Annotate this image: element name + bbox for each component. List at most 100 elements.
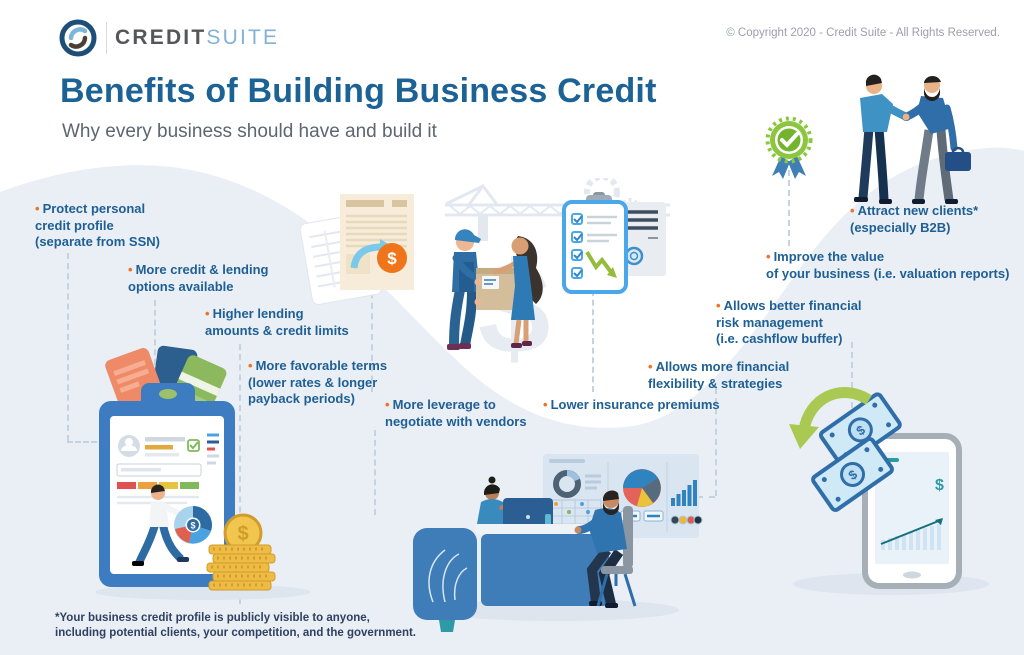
benefit-text: More leverage to negotiate with vendors — [385, 397, 527, 429]
bullet-icon: • — [128, 262, 133, 277]
crane-cables — [445, 183, 500, 207]
briefcase-icon — [945, 152, 971, 171]
credit-report-clipboard-illustration: $ $ — [95, 345, 311, 600]
bullet-icon: • — [385, 397, 390, 412]
home-button — [903, 571, 921, 579]
beard — [603, 502, 619, 515]
benefit-vendor-leverage: •More leverage to negotiate with vendors — [385, 397, 527, 430]
benefit-lower-insurance: •Lower insurance premiums — [543, 397, 720, 414]
delivery-cap — [454, 229, 481, 243]
logo: CREDITSUITE — [58, 18, 279, 58]
handshake-hands — [902, 113, 910, 121]
page-subtitle: Why every business should have and build… — [62, 121, 437, 142]
green-return-arrow — [789, 387, 872, 449]
chair-legs — [596, 573, 637, 607]
analytics-dashboard — [543, 454, 703, 538]
dollar-glyph: $ — [387, 249, 397, 268]
banknotes: $ $ — [811, 392, 902, 512]
credit-suite-logo-icon — [59, 19, 97, 57]
benefit-text: Higher lending amounts & credit limits — [205, 306, 349, 338]
beard — [924, 88, 940, 101]
crane-tower — [478, 215, 488, 241]
plant-doodle — [428, 549, 468, 603]
bullet-icon: • — [716, 298, 721, 313]
benefit-risk-management: •Allows better financial risk management… — [716, 298, 862, 348]
face — [511, 237, 529, 255]
growth-chart — [880, 518, 943, 550]
delivery-handoff-illustration — [447, 229, 543, 350]
coins-stack: $ — [206, 513, 276, 591]
dollar-glyph: $ — [237, 523, 248, 545]
benefit-text: Attract new clients* (especially B2B) — [850, 203, 979, 235]
benefit-attract-clients: •Attract new clients* (especially B2B) — [850, 203, 978, 236]
water-bottle — [545, 514, 551, 526]
client-woman — [492, 236, 543, 348]
bullet-icon: • — [766, 249, 771, 264]
dress — [511, 256, 535, 320]
dashed-connector — [374, 430, 376, 515]
bullet-icon: • — [248, 358, 253, 373]
logo-divider — [106, 22, 107, 54]
checklist-clipboard-illustration — [562, 192, 666, 294]
benefit-text: More favorable terms (lower rates & long… — [248, 358, 388, 406]
avatar — [125, 438, 133, 446]
handshake-award-illustration — [765, 74, 971, 204]
hair — [865, 74, 882, 86]
businessman-left — [854, 74, 911, 204]
dashed-connector — [592, 290, 594, 392]
seal-icon — [624, 246, 644, 266]
bullet-icon: • — [648, 359, 653, 374]
benefit-improve-value: •Improve the value of your business (i.e… — [766, 249, 1009, 282]
dollar-glyph: $ — [190, 521, 195, 531]
dashed-connector — [697, 496, 715, 498]
benefit-text: Allows better financial risk management … — [716, 298, 862, 346]
plant-cabinet — [413, 528, 477, 632]
brand-secondary: SUITE — [206, 26, 280, 49]
invoice-with-dollar-illustration: $ — [299, 194, 414, 306]
declining-trend-arrow — [585, 250, 613, 274]
dashed-connector — [239, 344, 241, 604]
checklist-clipboard — [562, 192, 628, 294]
benefit-text: Lower insurance premiums — [550, 397, 720, 412]
dashed-connector — [371, 282, 373, 392]
pie-wheel: $ — [174, 506, 212, 544]
dashed-connector — [67, 441, 97, 443]
kpi-dots — [670, 515, 703, 525]
benefit-text: More credit & lending options available — [128, 262, 269, 294]
client-man — [574, 490, 637, 608]
gear-icon — [584, 178, 620, 210]
award-badge-icon — [765, 116, 813, 179]
businessman-right — [902, 75, 971, 204]
delivery-man — [447, 229, 484, 350]
benefit-favorable-terms: •More favorable terms (lower rates & lon… — [248, 358, 387, 408]
report-sidebar-rows — [207, 433, 219, 465]
receptionist-woman — [477, 476, 516, 524]
dashed-connector — [715, 388, 717, 496]
pie-chart — [623, 469, 661, 507]
bullet-icon: • — [35, 201, 40, 216]
money-into-phone-illustration: $ $ — [789, 387, 989, 595]
dashed-connector — [788, 170, 790, 246]
credit-report-page — [116, 433, 219, 505]
chair-back — [623, 506, 633, 568]
copyright-text: © Copyright 2020 - Credit Suite - All Ri… — [726, 27, 1000, 39]
footnote-text: *Your business credit profile is publicl… — [55, 612, 416, 639]
bullet-icon: • — [205, 306, 210, 321]
benefit-financial-flexibility: •Allows more financial flexibility & str… — [648, 359, 789, 392]
consultation-desk-illustration — [413, 454, 703, 632]
benefit-text: Protect personal credit profile (separat… — [35, 201, 160, 249]
stamped-document — [616, 202, 666, 276]
benefit-higher-lending: •Higher lending amounts & credit limits — [205, 306, 349, 339]
receipt-paper — [340, 194, 414, 290]
chair-seat — [601, 566, 633, 574]
bullet-icon: • — [543, 397, 548, 412]
bullet-icon: • — [850, 203, 855, 218]
benefit-text: Allows more financial flexibility & stra… — [648, 359, 790, 391]
benefit-more-credit-options: •More credit & lending options available — [128, 262, 268, 295]
dashed-connector — [67, 253, 69, 441]
plant-pot — [439, 620, 455, 632]
dollar-glyph: $ — [935, 477, 944, 494]
check-icon — [780, 132, 799, 148]
dollar-coin-icon — [377, 243, 407, 273]
